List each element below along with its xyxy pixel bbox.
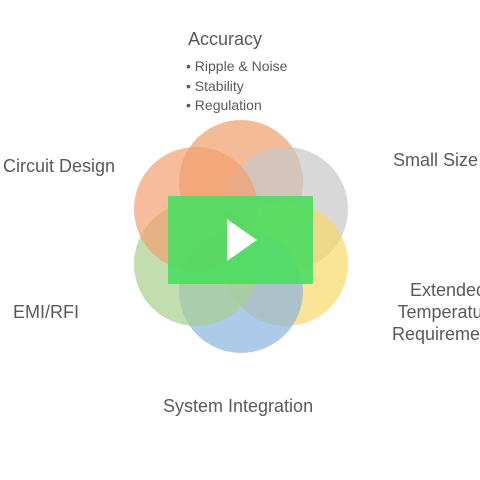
play-icon bbox=[227, 219, 257, 261]
bullet-ripple-noise: • Ripple & Noise bbox=[186, 58, 288, 74]
play-button[interactable] bbox=[168, 196, 313, 284]
bullet-stability: • Stability bbox=[186, 77, 244, 94]
label-requirements: Requirements bbox=[391, 324, 480, 344]
label-small-size: Small Size bbox=[393, 150, 479, 170]
bullet-regulation: • Regulation bbox=[186, 97, 262, 113]
label-circuit-design: Circuit Design bbox=[3, 156, 116, 176]
label-emi-rfi: EMI/RFI bbox=[13, 302, 79, 322]
accuracy-bullets: • Ripple & Noise • Stability • Regulatio… bbox=[186, 57, 287, 116]
label-accuracy: Accuracy bbox=[188, 29, 263, 49]
label-system-integration: System Integration bbox=[163, 396, 314, 416]
label-extended: Extended bbox=[409, 280, 480, 300]
label-temperature: Temperature bbox=[397, 302, 480, 322]
label-extended-temperature: Extended Temperature Requirements bbox=[378, 279, 480, 345]
